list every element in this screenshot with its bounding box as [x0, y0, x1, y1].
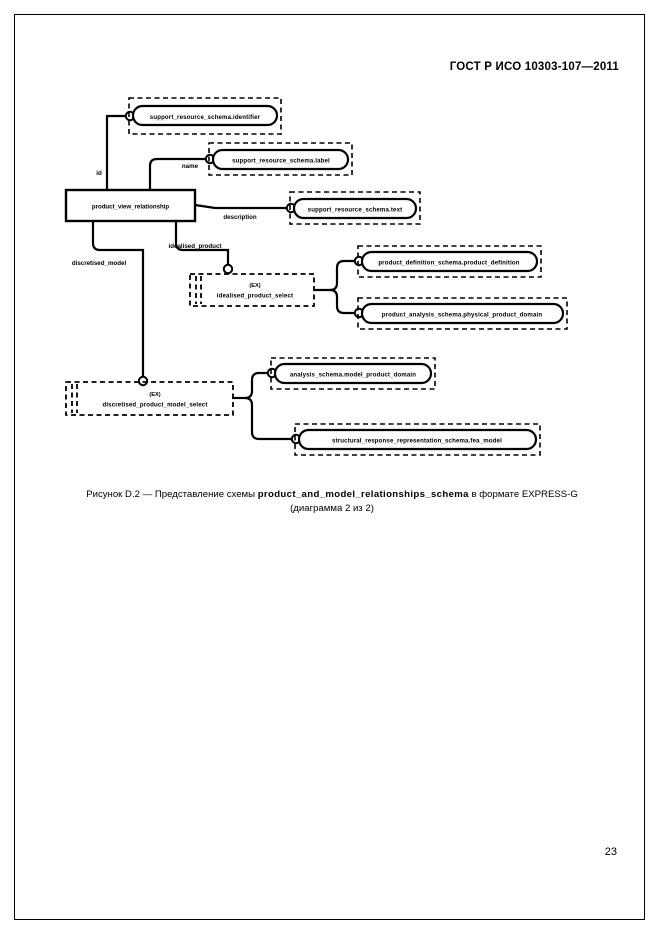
node-product-definition-capsule	[360, 250, 539, 273]
node-model-domain-capsule	[273, 362, 433, 385]
connector-ips-to-product-definition	[329, 259, 357, 292]
relationship-label-description: description	[223, 214, 257, 221]
caption-second-line: (диаграмма 2 из 2)	[290, 502, 374, 514]
circle-discretised-select	[137, 375, 149, 387]
node-structural-response-representation-schema-fea-model[interactable]: structural_response_representation_schem…	[294, 423, 541, 456]
connector-dpms-to-fea-model	[244, 396, 294, 441]
node-model-domain-dashed-frame	[270, 357, 436, 390]
relationship-label-discretised-model: discretised_model	[72, 260, 127, 267]
node-model-domain-label: analysis_schema.model_product_domain	[290, 372, 416, 379]
select-idealised-label: idealised_product_select	[217, 293, 293, 300]
node-product-definition-label: product_definition_schema.product_defini…	[378, 260, 519, 267]
figure-caption: Рисунок D.2 — Представление схемы produc…	[52, 488, 612, 515]
node-text-dashed-frame	[289, 191, 421, 225]
node-identifier-capsule	[131, 104, 279, 127]
node-support-resource-schema-identifier[interactable]: support_resource_schema.identifier	[128, 97, 282, 135]
node-support-resource-schema-text[interactable]: support_resource_schema.text	[289, 191, 421, 225]
node-support-resource-schema-label[interactable]: support_resource_schema.label	[208, 142, 353, 176]
connector-discretised-model	[91, 221, 145, 380]
connector-idealised-product	[174, 221, 230, 268]
entity-box-label: product_view_relationship	[92, 204, 169, 211]
select-discretised-label: discretised_product_model_select	[102, 402, 207, 409]
connector-description	[194, 203, 289, 210]
node-identifier-dashed-frame	[128, 97, 282, 135]
node-label-dashed-frame	[208, 142, 353, 176]
connector-ips-to-physical-domain	[329, 288, 357, 315]
node-fea-model-dashed-frame	[294, 423, 541, 456]
node-fea-model-capsule	[297, 428, 538, 451]
node-discretised-product-model-select[interactable]: (EX) discretised_product_model_select	[65, 381, 234, 416]
connector-dpms-to-model-domain	[244, 371, 270, 400]
node-identifier-label: support_resource_schema.identifier	[150, 114, 261, 121]
node-physical-domain-dashed-frame	[357, 297, 568, 330]
entity-box-frame	[64, 188, 197, 223]
page-number: 23	[604, 846, 617, 858]
select-discretised-tag: (EX)	[149, 392, 160, 398]
node-product-view-relationship[interactable]: product_view_relationship	[64, 188, 197, 223]
node-label-capsule	[211, 148, 350, 171]
node-fea-model-label: structural_response_representation_schem…	[332, 438, 502, 445]
select-idealised-outer-frame	[189, 273, 315, 307]
node-product-definition-dashed-frame	[357, 245, 542, 278]
select-discretised-outer-frame	[65, 381, 234, 416]
node-physical-domain-capsule	[360, 302, 565, 325]
node-product-analysis-schema-physical-product-domain[interactable]: product_analysis_schema.physical_product…	[357, 297, 568, 330]
node-label-text: support_resource_schema.label	[232, 158, 330, 165]
standard-header: ГОСТ Р ИСО 10303-107—2011	[449, 61, 619, 73]
node-text-label: support_resource_schema.text	[308, 207, 403, 214]
node-text-capsule	[292, 197, 418, 220]
node-product-definition-schema-product-definition[interactable]: product_definition_schema.product_defini…	[357, 245, 542, 278]
caption-schema-name: product_and_model_relationships_schema	[257, 489, 469, 500]
node-physical-domain-label: product_analysis_schema.physical_product…	[382, 312, 543, 319]
connector-id	[105, 114, 128, 190]
relationship-label-name: name	[182, 163, 199, 170]
caption-suffix: в формате EXPRESS-G	[468, 489, 578, 500]
connector-lines	[91, 114, 357, 441]
caption-prefix: Рисунок D.2 — Представление схемы	[86, 489, 258, 500]
circle-idealised-product-select	[222, 263, 234, 275]
relationship-label-id: id	[96, 170, 102, 177]
node-idealised-product-select[interactable]: (EX) idealised_product_select	[189, 273, 315, 307]
express-g-svg: support_resource_schema.identifier suppo…	[64, 97, 568, 456]
select-idealised-tag: (EX)	[249, 283, 260, 289]
node-analysis-schema-model-product-domain[interactable]: analysis_schema.model_product_domain	[270, 357, 436, 390]
connector-name	[148, 157, 208, 190]
relationship-label-idealised-product: idealised_product	[169, 243, 222, 250]
